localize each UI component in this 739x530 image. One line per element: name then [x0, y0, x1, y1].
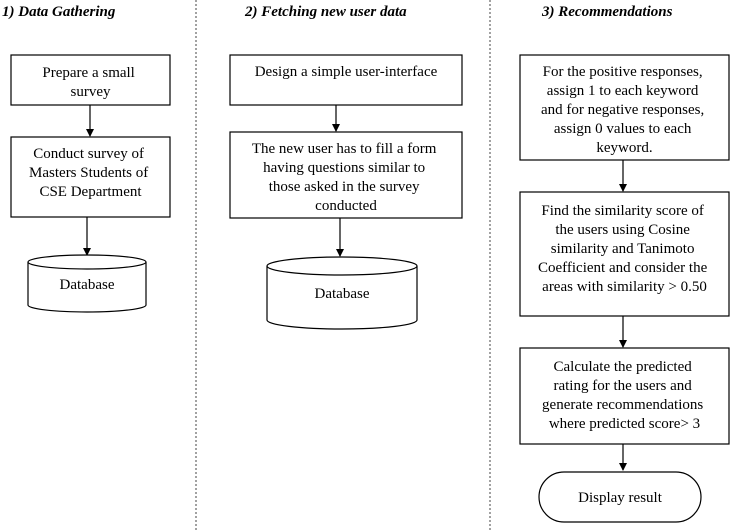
step-predicted-rating-text: Calculate the predicted rating for the u…: [542, 359, 707, 432]
step-fill-form-line-1: The new user has to fill a form: [252, 141, 437, 157]
step-fill-form-line-2: having questions similar to: [263, 160, 425, 176]
step-assign-values-text: For the positive responses, assign 1 to …: [541, 64, 708, 156]
step-similarity-score-box: [519, 191, 730, 317]
step-assign-values-line-5: keyword.: [596, 140, 652, 156]
database-label-2: Database: [315, 286, 370, 302]
heading-recommendations: 3) Recommendations: [541, 4, 673, 20]
step-similarity-score-text: Find the similarity score of the users u…: [538, 203, 711, 295]
step-prepare-survey-box: [10, 54, 171, 106]
step-fill-form-line-4: conducted: [315, 198, 377, 214]
heading-fetching-new-user-data: 2) Fetching new user data: [244, 4, 407, 20]
step-conduct-survey-line-2: Masters Students of: [29, 165, 148, 181]
terminal-display-result: [538, 471, 702, 523]
step-similarity-score-line-1: Find the similarity score of: [541, 203, 703, 219]
step-prepare-survey-line-2: survey: [71, 84, 111, 100]
step-predicted-rating-line-3: generate recommendations: [542, 397, 703, 413]
step-fill-form-line-3: those asked in the survey: [269, 179, 420, 195]
step-similarity-score-line-4: Coefficient and consider the: [538, 260, 708, 276]
terminal-display-result-label: Display result: [578, 490, 663, 506]
step-assign-values-line-1: For the positive responses,: [543, 64, 703, 80]
step-similarity-score-line-3: similarity and Tanimoto: [551, 241, 695, 257]
step-similarity-score-line-5: areas with similarity > 0.50: [542, 279, 707, 295]
step-prepare-survey-line-1: Prepare a small: [42, 65, 134, 81]
step-design-interface-text: Design a simple user-interface: [255, 64, 438, 80]
step-predicted-rating-line-1: Calculate the predicted: [553, 359, 692, 375]
step-conduct-survey-text: Conduct survey of Masters Students of CS…: [29, 146, 152, 200]
step-fill-form-box: [229, 131, 463, 219]
database-cylinder-1: Database: [27, 254, 147, 313]
step-similarity-score-line-2: the users using Cosine: [555, 222, 690, 238]
step-assign-values-box: [519, 54, 730, 161]
step-design-interface-line-1: Design a simple user-interface: [255, 64, 438, 80]
step-assign-values-line-2: assign 1 to each keyword: [547, 83, 699, 99]
database-cylinder-2: Database: [266, 256, 418, 330]
step-conduct-survey-line-3: CSE Department: [39, 184, 142, 200]
step-predicted-rating-line-2: rating for the users and: [553, 378, 692, 394]
step-assign-values-line-4: assign 0 values to each: [554, 121, 692, 137]
step-design-interface-box: [229, 54, 463, 106]
step-predicted-rating-line-4: where predicted score> 3: [549, 416, 700, 432]
step-prepare-survey-text: Prepare a small survey: [42, 65, 138, 100]
database-label-1: Database: [60, 277, 115, 293]
step-assign-values-line-3: and for negative responses,: [541, 102, 704, 118]
step-predicted-rating-box: [519, 347, 730, 445]
step-conduct-survey-line-1: Conduct survey of: [33, 146, 144, 162]
step-conduct-survey-box: [10, 136, 171, 218]
step-fill-form-text: The new user has to fill a form having q…: [252, 141, 440, 214]
heading-data-gathering: 1) Data Gathering: [2, 4, 116, 20]
